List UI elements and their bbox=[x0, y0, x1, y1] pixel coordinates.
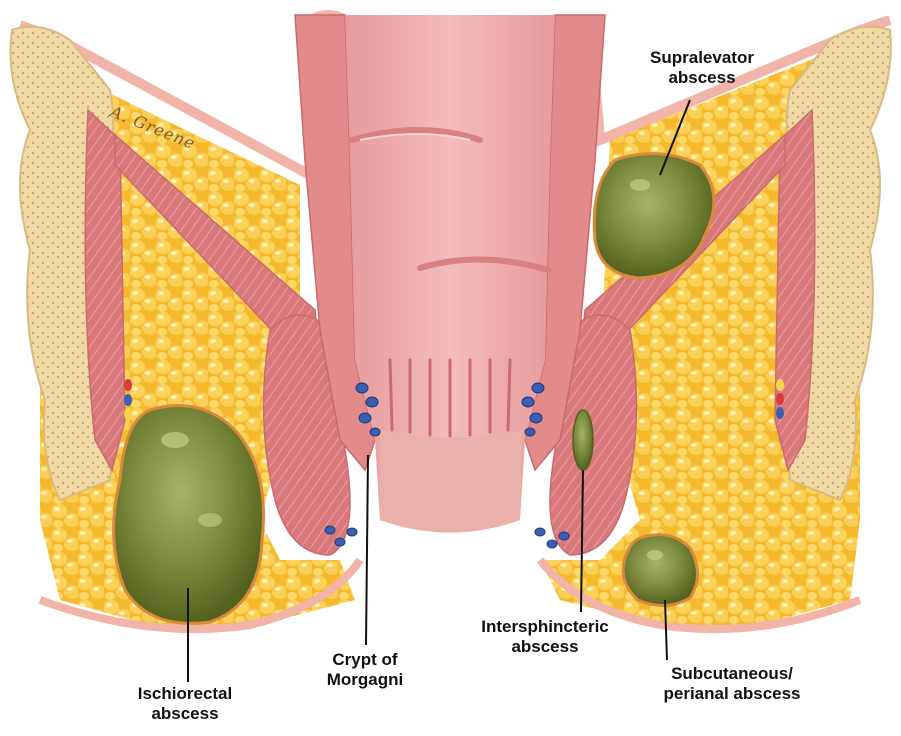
label-subcutaneous-perianal-abscess: Subcutaneous/ perianal abscess bbox=[622, 664, 842, 704]
label-ischiorectal-abscess: Ischiorectal abscess bbox=[100, 684, 270, 724]
label-crypt-of-morgagni: Crypt of Morgagni bbox=[300, 650, 430, 690]
subcutaneous-abscess bbox=[623, 535, 697, 606]
left-pudendal-vessels bbox=[124, 379, 132, 420]
label-intersphincteric-abscess: Intersphincteric abscess bbox=[440, 617, 650, 657]
label-supralevator-abscess: Supralevator abscess bbox=[612, 48, 792, 88]
intersphincteric-abscess bbox=[573, 410, 593, 470]
anal-canal bbox=[380, 430, 522, 533]
right-pudendal-vessels bbox=[776, 379, 784, 419]
